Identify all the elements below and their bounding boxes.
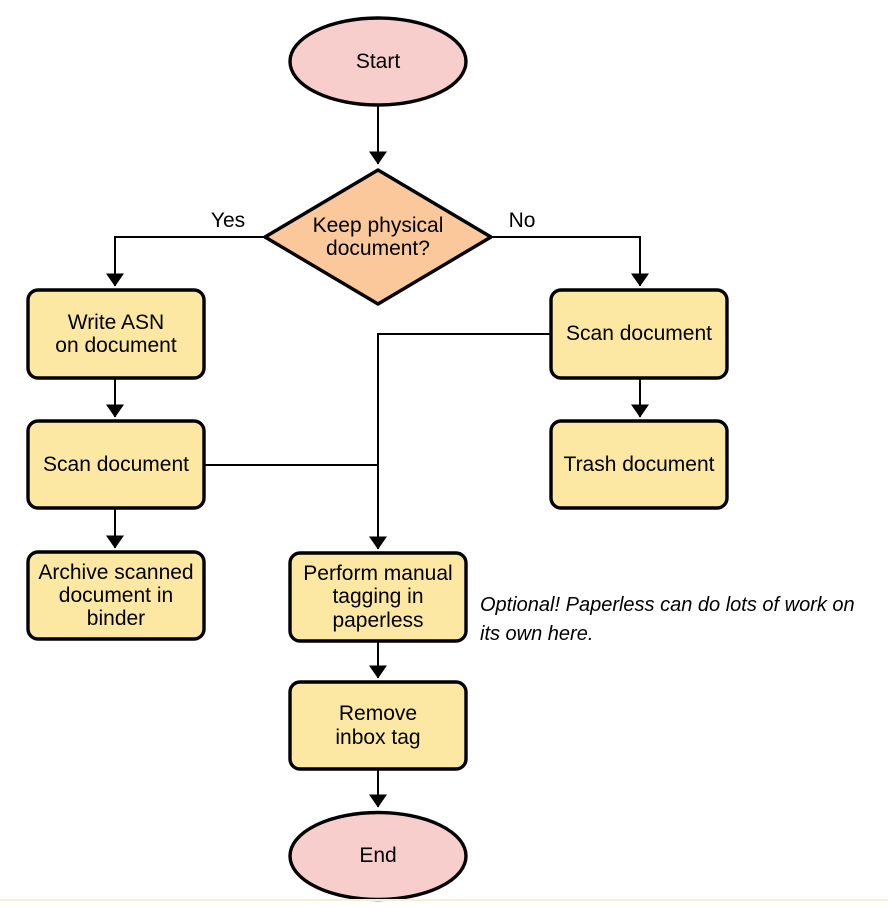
decision-diamond-shape	[263, 168, 493, 306]
end-terminator-shape	[288, 810, 468, 902]
write-asn-process-shape	[26, 288, 206, 380]
scan-left-process-shape	[26, 419, 206, 510]
start-terminator-shape	[288, 16, 468, 107]
archive-process-shape	[26, 550, 206, 641]
scan-right-process-shape	[549, 288, 729, 380]
optional-annotation-text: Optional! Paperless can do lots of work …	[480, 594, 855, 645]
trash-process-shape	[549, 419, 729, 510]
edge-decision-yes-to-write-asn	[106, 236, 266, 287]
remove-inbox-process-shape	[288, 680, 468, 771]
edge-decision-no-to-scan-right	[490, 236, 649, 287]
tagging-process-shape	[288, 551, 468, 643]
bottom-edge-line	[0, 899, 888, 901]
edge-scan-right-to-tagging	[369, 333, 550, 550]
